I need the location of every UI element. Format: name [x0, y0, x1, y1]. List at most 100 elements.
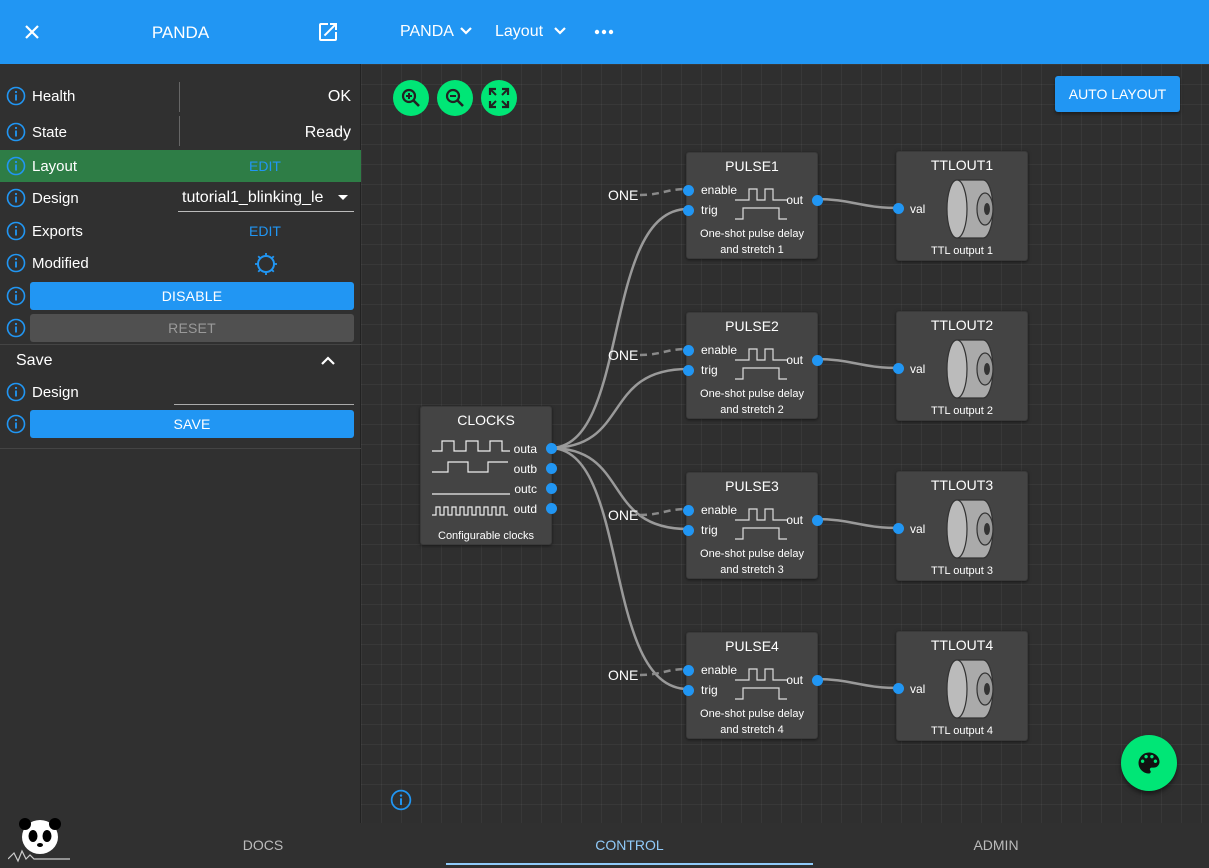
port-trig[interactable] — [683, 365, 694, 376]
wire-one-enable2[interactable] — [639, 347, 689, 357]
zoom-out-button[interactable] — [437, 80, 473, 116]
close-icon[interactable] — [20, 20, 44, 44]
pulse3-block[interactable]: PULSE3 enable trig out One-shot pulse de… — [683, 472, 823, 579]
block-description-line1: One-shot pulse delay — [700, 228, 804, 240]
wire-one-enable1[interactable] — [639, 187, 689, 197]
panda-menu[interactable]: PANDA — [399, 0, 479, 64]
port-enable[interactable] — [683, 665, 694, 676]
port-out[interactable] — [812, 515, 823, 526]
port-enable[interactable] — [683, 345, 694, 356]
save-button[interactable]: SAVE — [30, 410, 354, 438]
wire-one-enable4[interactable] — [639, 667, 689, 677]
divider — [0, 448, 361, 449]
info-icon[interactable] — [6, 382, 26, 402]
port-val[interactable] — [893, 683, 904, 694]
zoom-out-icon — [445, 88, 464, 107]
port-enable[interactable] — [683, 185, 694, 196]
pulse1-block[interactable]: PULSE1 enable trig out One-shot pulse de… — [683, 152, 823, 259]
ttlout4-block[interactable]: TTLOUT4 val TTL output 4 — [893, 631, 1028, 741]
port-val[interactable] — [893, 203, 904, 214]
auto-layout-button[interactable]: AUTO LAYOUT — [1055, 76, 1180, 112]
info-icon[interactable] — [6, 221, 26, 241]
zoom-in-button[interactable] — [393, 80, 429, 116]
wire-clock-pulse1[interactable] — [549, 207, 689, 450]
save-section-header[interactable]: Save — [0, 345, 361, 377]
port-outc[interactable] — [546, 483, 557, 494]
port-trig[interactable] — [683, 525, 694, 536]
palette-icon — [1138, 752, 1160, 774]
wires-layer — [549, 187, 899, 691]
port-label-trig: trig — [701, 203, 718, 217]
info-icon[interactable] — [6, 414, 26, 434]
lemo-connector-icon — [946, 499, 994, 559]
port-outd[interactable] — [546, 503, 557, 514]
divider — [179, 82, 180, 112]
divider — [179, 116, 180, 146]
block-title: PULSE1 — [725, 158, 779, 174]
info-icon[interactable] — [6, 318, 26, 338]
save-design-input[interactable] — [174, 380, 354, 405]
wire-pulse4-ttl4[interactable] — [815, 677, 899, 690]
info-icon[interactable] — [390, 789, 412, 811]
active-tab-indicator — [446, 863, 813, 865]
fullscreen-icon — [488, 87, 510, 109]
wire-clock-pulse4[interactable] — [549, 446, 689, 691]
chevron-down-icon — [460, 27, 472, 35]
layout-menu[interactable]: Layout — [494, 0, 574, 64]
pulse2-block[interactable]: PULSE2 enable trig out One-shot pulse de… — [683, 312, 823, 419]
lemo-connector-icon — [946, 659, 994, 719]
exports-edit-button[interactable]: EDIT — [249, 223, 281, 239]
wire-pulse2-ttl2[interactable] — [815, 357, 899, 370]
wire-clock-pulse3[interactable] — [549, 446, 689, 531]
chevron-up-icon — [321, 356, 335, 365]
tab-docs[interactable]: DOCS — [242, 837, 284, 853]
const-one-label: ONE — [608, 347, 639, 363]
reset-button[interactable]: RESET — [30, 314, 354, 342]
fit-screen-button[interactable] — [481, 80, 517, 116]
ttlout1-block[interactable]: TTLOUT1 val TTL output 1 — [893, 151, 1028, 261]
port-outa[interactable] — [546, 443, 557, 454]
tab-control[interactable]: CONTROL — [595, 837, 664, 853]
port-label-outb: outb — [513, 462, 537, 476]
wire-one-enable3[interactable] — [639, 507, 689, 517]
info-icon[interactable] — [6, 86, 26, 106]
port-outb[interactable] — [546, 463, 557, 474]
port-label-outd: outd — [513, 502, 537, 516]
port-label-val: val — [910, 362, 926, 376]
open-in-new-icon[interactable] — [316, 20, 340, 44]
wire-clock-pulse2[interactable] — [549, 367, 689, 450]
ttlout3-block[interactable]: TTLOUT3 val TTL output 3 — [893, 471, 1028, 581]
layout-canvas[interactable]: AUTO LAYOUT CLOCKS outa outb outc outd C… — [361, 64, 1209, 823]
info-icon[interactable] — [6, 156, 26, 176]
more-horiz-icon[interactable] — [594, 28, 614, 36]
wire-pulse3-ttl3[interactable] — [815, 517, 899, 530]
port-out[interactable] — [812, 675, 823, 686]
block-title: CLOCKS — [457, 412, 515, 428]
port-label-trig: trig — [701, 363, 718, 377]
port-trig[interactable] — [683, 205, 694, 216]
clocks-block[interactable]: CLOCKS outa outb outc outd Configurable … — [420, 406, 557, 545]
design-row: Design tutorial1_blinking_le — [0, 182, 361, 214]
port-trig[interactable] — [683, 685, 694, 696]
pulse4-block[interactable]: PULSE4 enable trig out One-shot pulse de… — [683, 632, 823, 739]
pulse-waveform-icon — [735, 668, 787, 700]
layout-edit-button[interactable]: EDIT — [249, 158, 281, 174]
disable-button[interactable]: DISABLE — [30, 282, 354, 310]
port-val[interactable] — [893, 523, 904, 534]
palette-button[interactable] — [1121, 735, 1177, 791]
port-out[interactable] — [812, 355, 823, 366]
design-label: Design — [32, 190, 79, 207]
info-icon[interactable] — [6, 286, 26, 306]
tab-admin[interactable]: ADMIN — [973, 837, 1019, 853]
port-val[interactable] — [893, 363, 904, 374]
design-select[interactable]: tutorial1_blinking_le — [178, 186, 354, 212]
port-out[interactable] — [812, 195, 823, 206]
info-icon[interactable] — [6, 122, 26, 142]
ttlout2-block[interactable]: TTLOUT2 val TTL output 2 — [893, 311, 1028, 421]
info-icon[interactable] — [6, 253, 26, 273]
block-title: TTLOUT3 — [930, 477, 994, 493]
info-icon[interactable] — [6, 188, 26, 208]
wire-pulse1-ttl1[interactable] — [815, 197, 899, 210]
port-enable[interactable] — [683, 505, 694, 516]
block-title: PULSE4 — [725, 638, 779, 654]
